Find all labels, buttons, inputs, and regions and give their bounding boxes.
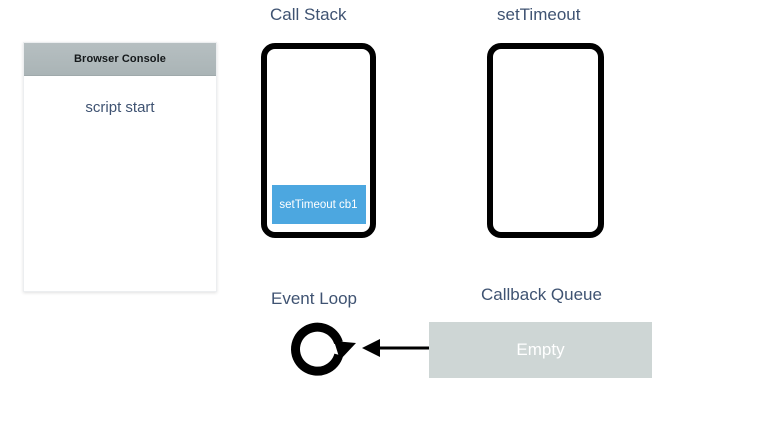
call-stack-frame-label: setTimeout cb1 bbox=[279, 198, 358, 211]
circular-arrow-icon bbox=[288, 317, 358, 379]
browser-console-body: script start bbox=[24, 76, 216, 118]
call-stack-frame: setTimeout cb1 bbox=[271, 185, 366, 224]
event-loop-title: Event Loop bbox=[271, 289, 358, 308]
console-log-line: script start bbox=[85, 99, 155, 116]
callback-queue-container: Empty bbox=[429, 322, 652, 378]
browser-console-header: Browser Console bbox=[24, 43, 216, 76]
queue-to-eventloop-arrow bbox=[360, 336, 432, 360]
call-stack-title: Call Stack bbox=[270, 5, 347, 24]
callback-queue-title: Callback Queue bbox=[481, 285, 602, 304]
browser-console-title: Browser Console bbox=[74, 53, 166, 65]
settimeout-title: setTimeout bbox=[497, 5, 581, 24]
callback-queue-state-label: Empty bbox=[516, 340, 565, 359]
browser-console-panel: Browser Console script start bbox=[23, 42, 217, 292]
settimeout-container bbox=[487, 43, 604, 238]
call-stack-container: setTimeout cb1 bbox=[261, 43, 376, 238]
